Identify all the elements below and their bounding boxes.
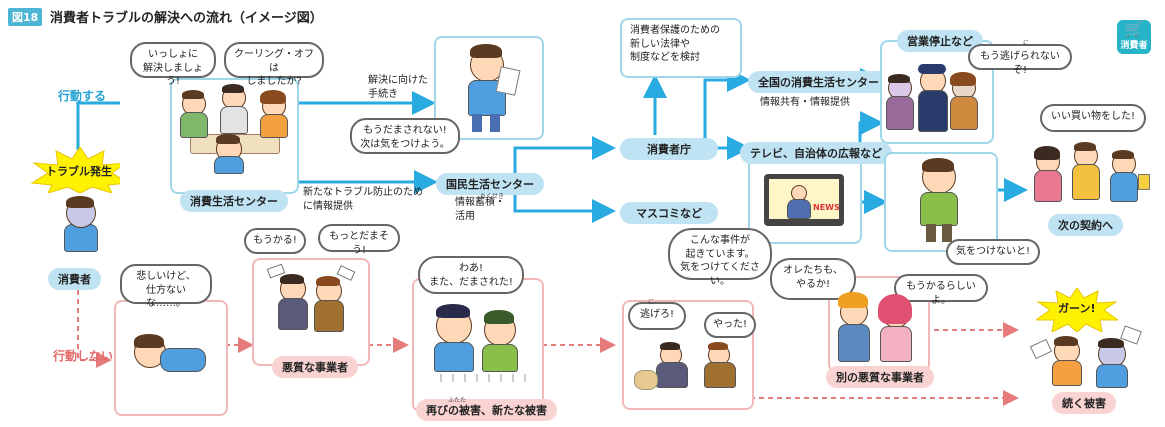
- bubble-lets-solve: いっしょに 解決しましょう!: [130, 42, 216, 87]
- bubble-good-shopping: いい買い物をした!: [1040, 104, 1146, 132]
- national-center-ruby: ちくせき: [480, 193, 505, 200]
- tv-news-text: NEWS: [813, 203, 840, 212]
- bubble-cooling-off: クーリング・オフは しましたか?: [224, 42, 324, 87]
- bubble-no-escape-text: もう逃げられないぞ!: [980, 51, 1060, 76]
- network-note: 情報共有・情報提供: [760, 97, 850, 108]
- bubble-incident-warning: こんな事件が 起きています。 気をつけてください。: [668, 228, 772, 287]
- shock-burst-text: ガーン!: [1058, 302, 1096, 315]
- bubble-cooling-off-text: クーリング・オフは しましたか?: [234, 49, 314, 87]
- tv-label: テレビ、自治体の広報など: [740, 142, 892, 164]
- bubble-run-away: 逃げろ!: [628, 302, 686, 330]
- bubble-us-too: オレたちも、 やるか!: [770, 258, 856, 300]
- consumer-badge: 🛒 消費者: [1117, 20, 1151, 54]
- bubble-us-too-text: オレたちも、 やるか!: [783, 265, 843, 290]
- bubble-profitable-text: もうかるらしいよ。: [906, 281, 976, 306]
- consumer-agency-label: 消費者庁: [620, 138, 718, 160]
- troubled-consumer-illustration: [58, 194, 102, 252]
- bubble-never-again: もうだまされない! 次は気をつけよう。: [350, 118, 460, 154]
- bad-business-label: 悪質な事業者: [272, 356, 358, 378]
- consumer-label: 消費者: [48, 268, 101, 290]
- info-provision-note: 新たなトラブル防止のため に情報提供: [303, 187, 423, 212]
- bubble-run-away-text: 逃げろ!: [639, 309, 674, 320]
- other-bad-business-illustration: [834, 292, 920, 364]
- other-bad-business-label: 別の悪質な事業者: [826, 366, 934, 388]
- new-law-text: 消費者保護のための 新しい法律や 制度などを検討: [630, 25, 720, 63]
- business-stop-label: 営業停止など: [897, 30, 983, 52]
- next-contract-label: 次の契約へ: [1048, 214, 1123, 236]
- shock-burst: [1036, 288, 1118, 332]
- bubble-must-be-careful: 気をつけないと!: [946, 239, 1040, 265]
- procedure-note: 解決に向けた 手続き: [368, 75, 428, 100]
- bubble-deceive-more: もっとだまそう!: [318, 224, 400, 256]
- victim-again-label: 再びの被害、新たな被害: [416, 399, 557, 421]
- consumer-badge-label: 消費者: [1120, 41, 1148, 51]
- bubble-profit-text: もうかる!: [253, 235, 297, 246]
- branch-not-act-label: 行動しない: [53, 349, 114, 363]
- branch-act-label: 行動する: [58, 89, 107, 103]
- bubble-deceive-more-text: もっとだまそう!: [329, 231, 389, 256]
- national-center-note: 情報蓄積・ 活用: [455, 197, 505, 222]
- tv-set: NEWS: [764, 174, 844, 226]
- trouble-burst: [30, 147, 130, 193]
- bubble-incident-warning-text: こんな事件が 起きています。 気をつけてください。: [680, 235, 760, 287]
- tv-screen: NEWS: [769, 179, 840, 219]
- continuing-victims-illustration: [1029, 325, 1142, 388]
- consumer-center-label: 消費生活センター: [180, 190, 288, 212]
- continuing-damage-label: 続く被害: [1052, 392, 1116, 414]
- bad-business-illustration: [266, 263, 358, 338]
- relieved-consumer-illustration: [458, 42, 521, 134]
- media-label: マスコミなど: [620, 202, 718, 224]
- bubble-resigned-text: 悲しいけど、 仕方ないな……。: [136, 271, 196, 309]
- figure-title: 消費者トラブルの解決への流れ（イメージ図）: [50, 11, 323, 26]
- resigned-consumer-illustration: [132, 332, 212, 386]
- run-away-ruby: に: [648, 299, 655, 306]
- victim-again-ruby: ふたた: [448, 397, 467, 404]
- bubble-never-again-text: もうだまされない! 次は気をつけよう。: [360, 125, 450, 150]
- happy-shoppers-illustration: [1030, 140, 1150, 204]
- no-escape-ruby: に: [1023, 40, 1030, 47]
- shopping-cart-icon: 🛒: [1124, 20, 1144, 38]
- escaping-businessmen-illustration: [630, 340, 742, 394]
- bubble-deceived-again: わあ! また、だまされた!: [418, 256, 524, 294]
- arrest-illustration: [884, 64, 980, 136]
- national-network-label: 全国の消費生活センター: [748, 71, 889, 93]
- national-center-label: 国民生活センター: [436, 173, 544, 195]
- bubble-must-be-careful-text: 気をつけないと!: [955, 246, 1030, 257]
- bubble-lets-solve-text: いっしょに 解決しましょう!: [143, 49, 203, 87]
- new-law-box: 消費者保護のための 新しい法律や 制度などを検討: [620, 18, 742, 78]
- consultation-illustration: [178, 84, 290, 174]
- figure-number: 図18: [8, 8, 43, 26]
- bubble-deceived-again-text: わあ! また、だまされた!: [429, 263, 513, 288]
- careful-consumer-illustration: [914, 158, 964, 244]
- bubble-no-escape: もう逃げられないぞ!: [968, 44, 1072, 76]
- bubble-profitable: もうかるらしいよ。: [894, 274, 988, 306]
- bubble-resigned: 悲しいけど、 仕方ないな……。: [120, 264, 212, 309]
- victims-illustration: [428, 300, 528, 384]
- bubble-got-it-text: やった!: [712, 319, 747, 330]
- trouble-burst-label: トラブル発生: [46, 165, 112, 178]
- bubble-good-shopping-text: いい買い物をした!: [1050, 111, 1135, 122]
- bubble-got-it: やった!: [704, 312, 756, 338]
- bubble-profit: もうかる!: [244, 228, 306, 254]
